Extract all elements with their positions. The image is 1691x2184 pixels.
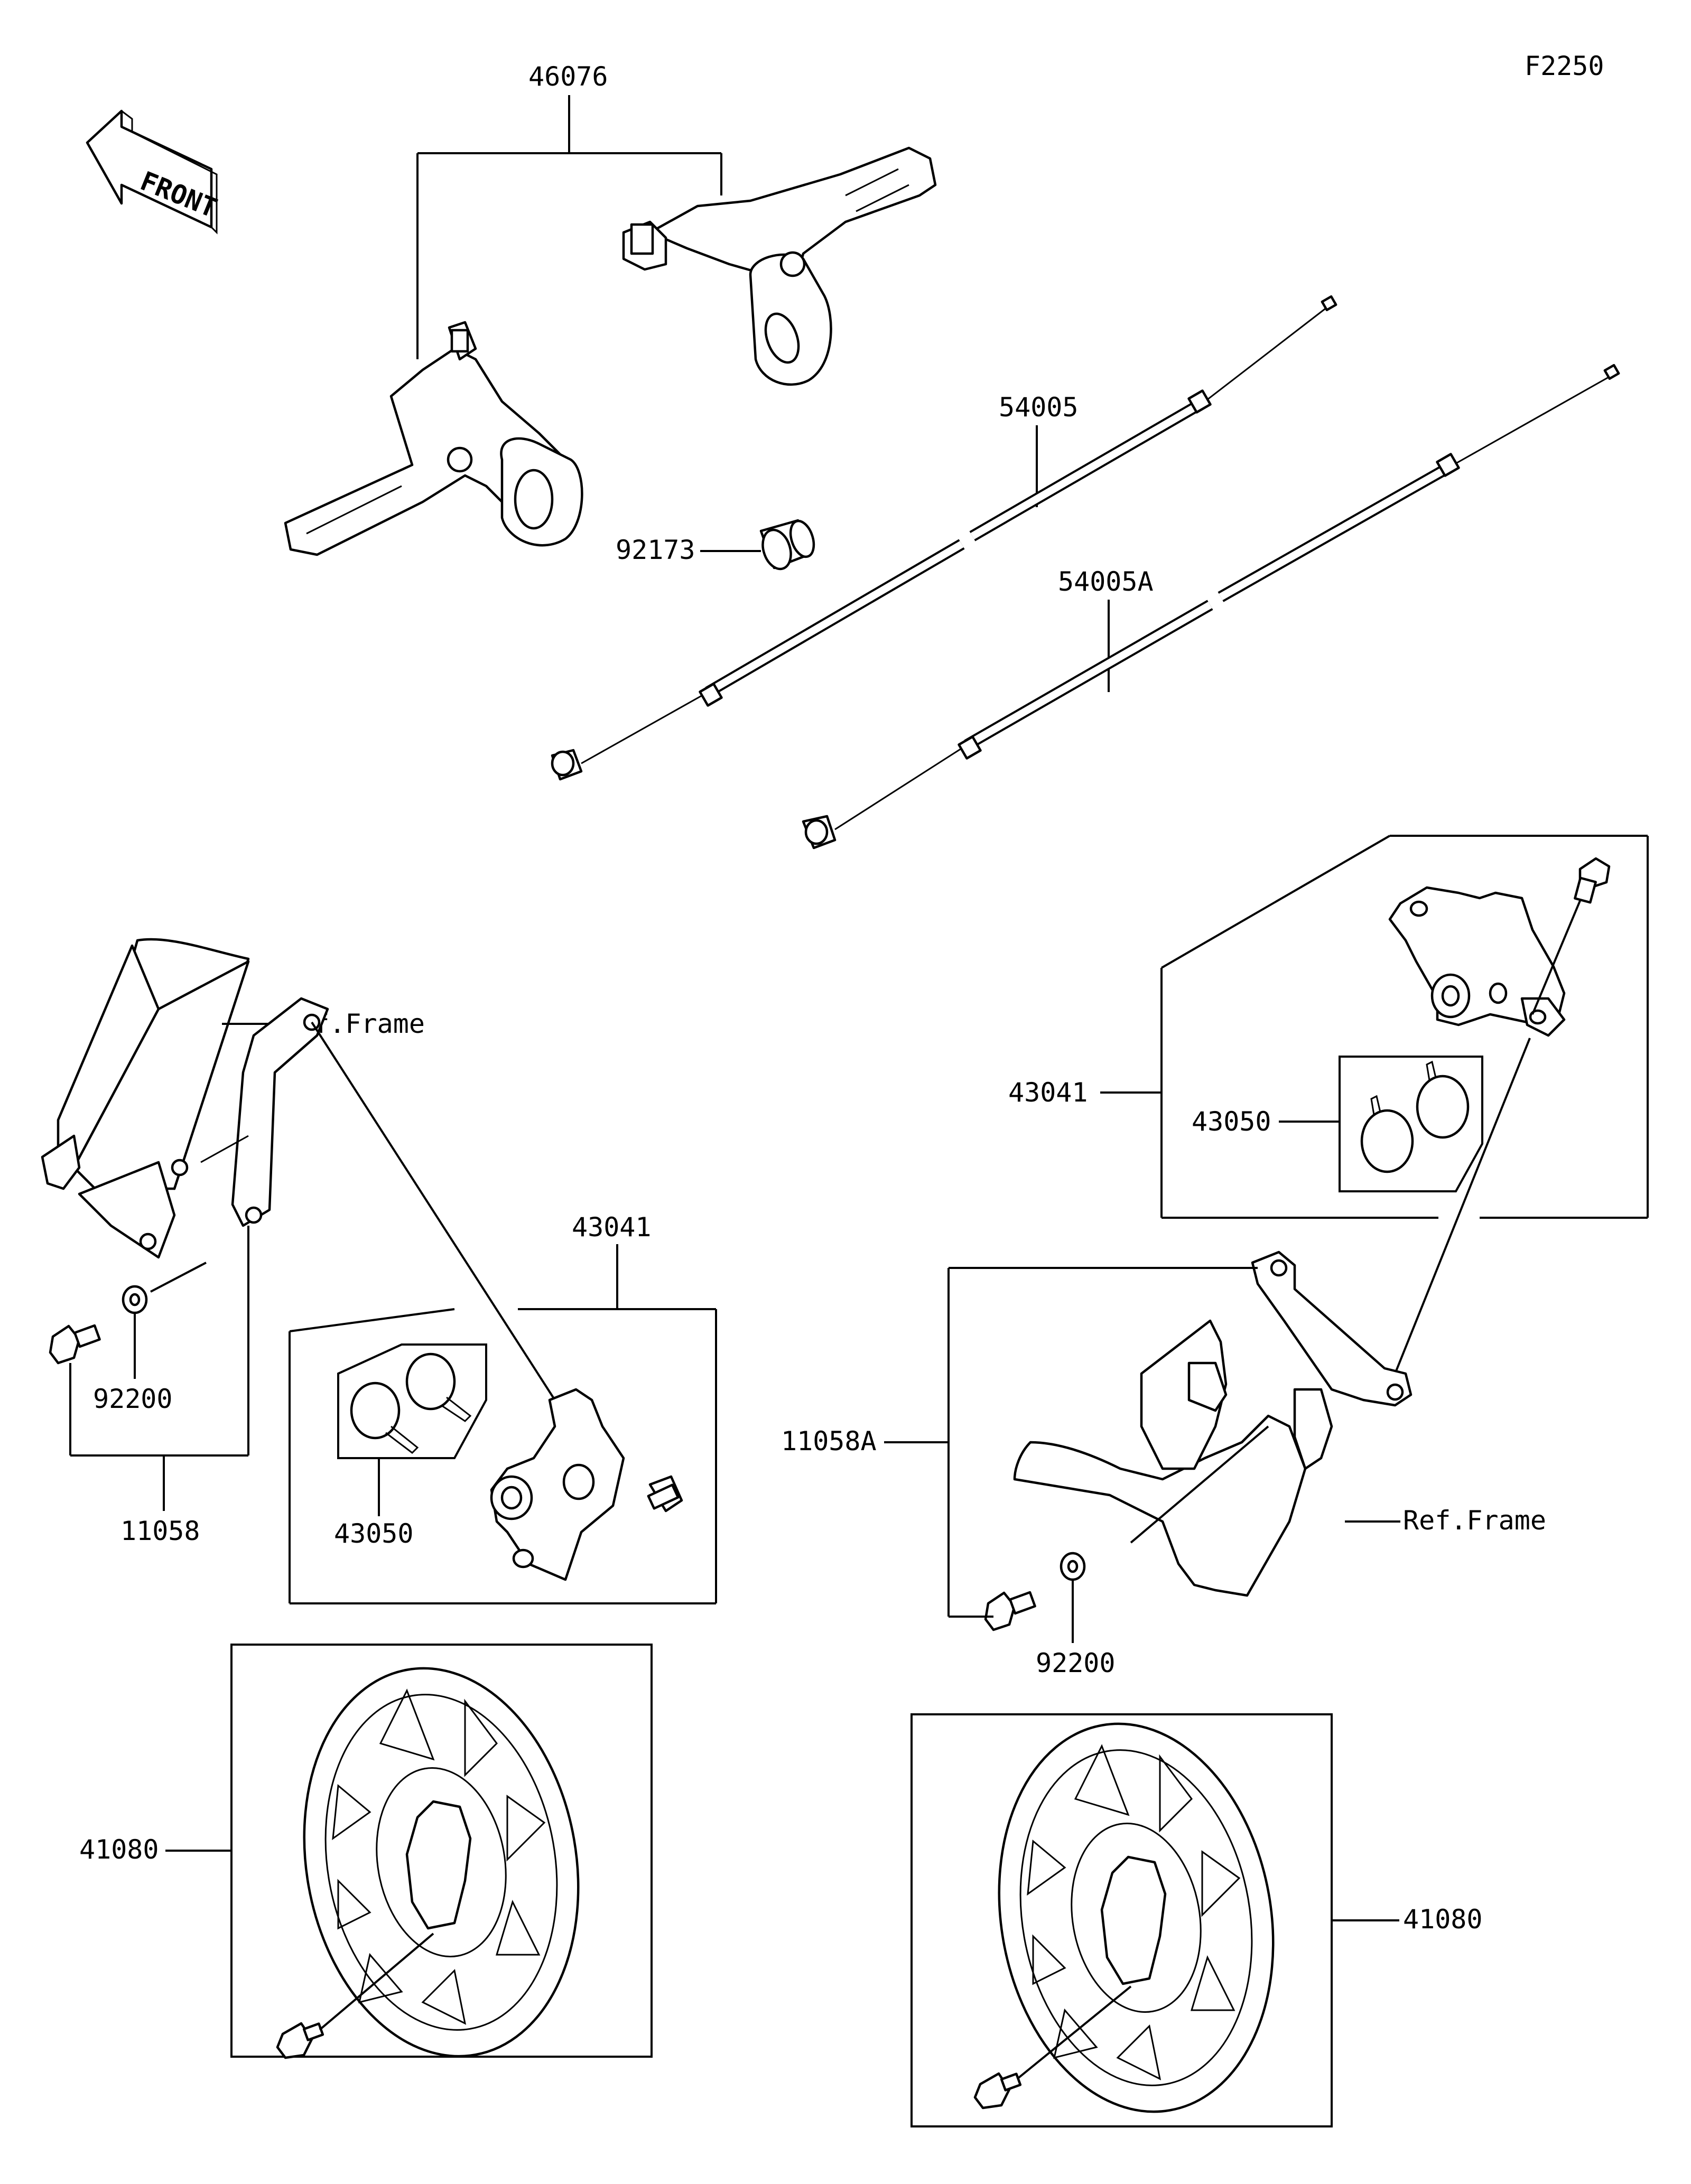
- label-pads-left: 43050: [334, 1518, 414, 1549]
- disc-bolt-right: [973, 2072, 1022, 2110]
- label-disc-right: 41080: [1403, 1904, 1483, 1935]
- label-cable-rear: 54005A: [1058, 566, 1154, 597]
- label-brake-lever-set: 46076: [528, 61, 608, 92]
- brake-lever-left: [284, 321, 583, 556]
- caliper-right-box: [1160, 835, 1649, 1219]
- brake-caliper-right: [1388, 886, 1566, 1037]
- pads-right-box: [1339, 1056, 1483, 1192]
- leader-brake-lever-set: [416, 95, 722, 359]
- rear-frame: [1013, 1319, 1333, 1597]
- brake-caliper-left: [490, 1388, 683, 1581]
- label-cable-front: 54005: [999, 392, 1079, 423]
- label-cable-adjuster-cap: 92173: [616, 535, 695, 565]
- leader-caliper-to-bracket-right: [1394, 1038, 1531, 1374]
- leader-disc-bolt-left: [319, 1933, 434, 2031]
- cable-adjuster-cap: [759, 519, 815, 571]
- leader-bolt-to-caliper-right: [1531, 900, 1581, 1015]
- bolt-left: [49, 1324, 101, 1365]
- leader-washer-left-to-fork: [150, 1262, 207, 1293]
- disc-bolt-left: [276, 2022, 324, 2059]
- pads-left-box: [337, 1343, 487, 1459]
- front-arrow-icon: FRONT: [86, 109, 221, 235]
- label-disc-left: 41080: [79, 1834, 159, 1865]
- bolt-right: [984, 1591, 1036, 1631]
- leader-bracket-right: [884, 1267, 1258, 1618]
- leader-bracket-to-caliper: [311, 1021, 556, 1401]
- brake-disc-left: [303, 1667, 580, 2058]
- washer-right: [1060, 1552, 1086, 1581]
- brake-cable-front: [551, 295, 1337, 781]
- label-washer-left: 92200: [93, 1384, 173, 1414]
- label-caliper-left: 43041: [572, 1212, 652, 1243]
- label-caliper-right: 43041: [1008, 1077, 1088, 1108]
- brake-cable-rear: [802, 363, 1620, 850]
- brake-disc-right: [998, 1722, 1275, 2113]
- label-bracket-right: 11058A: [781, 1426, 877, 1457]
- figure-code: F2250: [1525, 51, 1604, 81]
- leader-washer-right-to-bracket: [1130, 1425, 1269, 1544]
- front-fork-leg: [41, 938, 250, 1259]
- leader-disc-bolt-right: [1016, 1985, 1132, 2080]
- caliper-bracket-right: [1251, 1250, 1413, 1407]
- caliper-bracket-left: [200, 997, 329, 1227]
- caliper-bolt-right: [1574, 857, 1611, 904]
- label-ref-frame-right: Ref.Frame: [1403, 1505, 1546, 1536]
- brake-lever-right: [622, 146, 937, 386]
- label-bracket-left: 11058: [120, 1516, 200, 1546]
- washer-left: [122, 1285, 148, 1314]
- leader-bracket-left: [69, 1226, 249, 1511]
- caliper-left-box: [289, 1244, 717, 1604]
- label-washer-right: 92200: [1036, 1648, 1116, 1678]
- label-pads-right: 43050: [1192, 1106, 1271, 1137]
